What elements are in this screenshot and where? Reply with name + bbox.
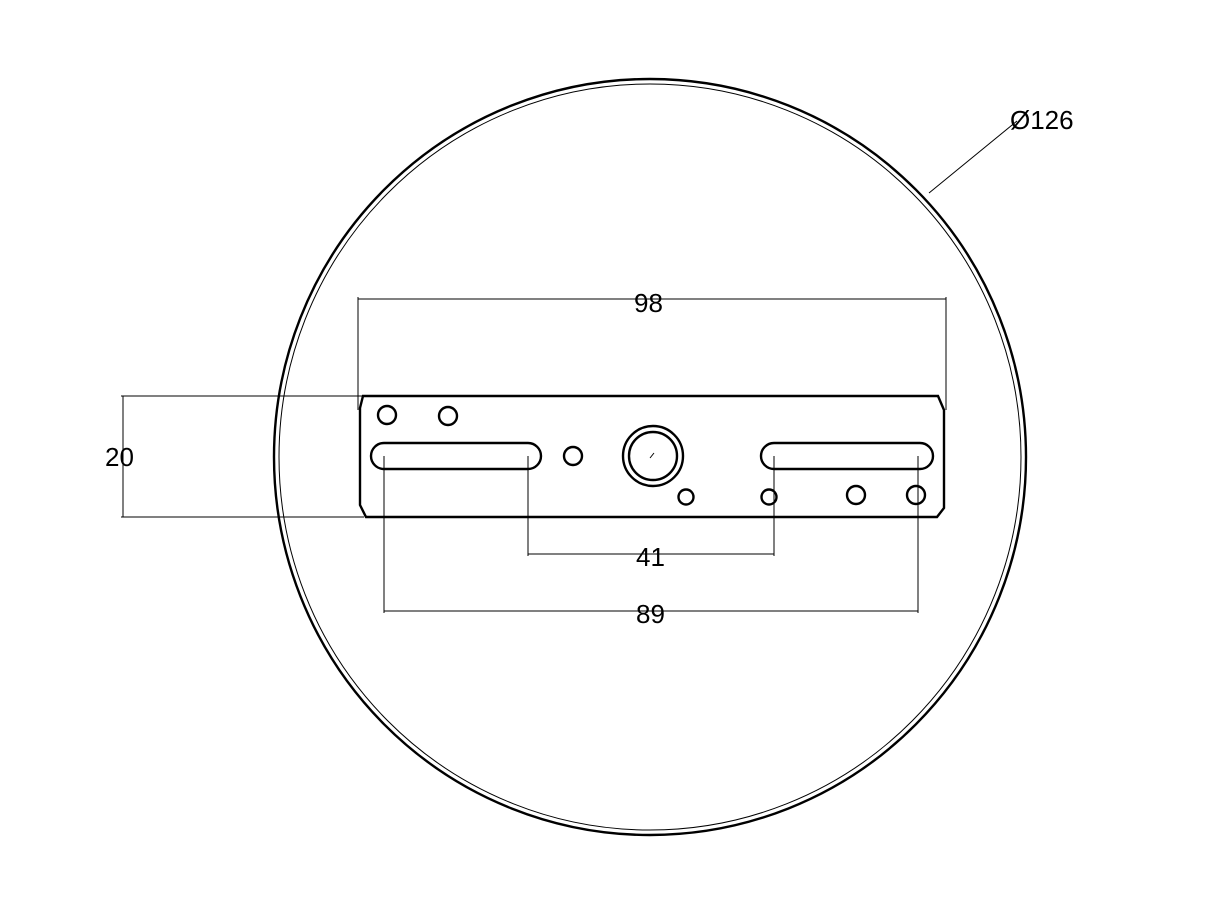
mounting-hole — [562, 445, 584, 467]
dimension-89-label: 89 — [636, 599, 665, 629]
dimension-41: 41 — [527, 456, 775, 572]
dimension-98-label: 98 — [634, 288, 663, 318]
dimension-41-label: 41 — [636, 542, 665, 572]
mounting-hole — [677, 488, 695, 506]
dimension-89: 89 — [383, 456, 919, 629]
mounting-bracket — [358, 394, 946, 519]
slot-left — [369, 441, 543, 471]
canopy-outer-circle — [272, 77, 1028, 837]
center-mark — [649, 452, 655, 459]
canopy-inner-circle — [278, 83, 1022, 831]
mounting-hole — [905, 484, 927, 506]
mounting-hole — [437, 405, 459, 427]
dimension-20: 20 — [105, 395, 364, 518]
mounting-hole — [845, 484, 867, 506]
center-hole-outer — [621, 424, 685, 488]
mounting-hole — [760, 488, 778, 506]
center-hole-inner — [627, 430, 679, 482]
diameter-label: Ø126 — [1010, 105, 1074, 135]
dimension-98: 98 — [357, 288, 947, 410]
slot-right — [759, 441, 935, 471]
dimension-20-label: 20 — [105, 442, 134, 472]
mounting-hole — [376, 404, 398, 426]
diameter-leader-line — [928, 120, 1018, 194]
